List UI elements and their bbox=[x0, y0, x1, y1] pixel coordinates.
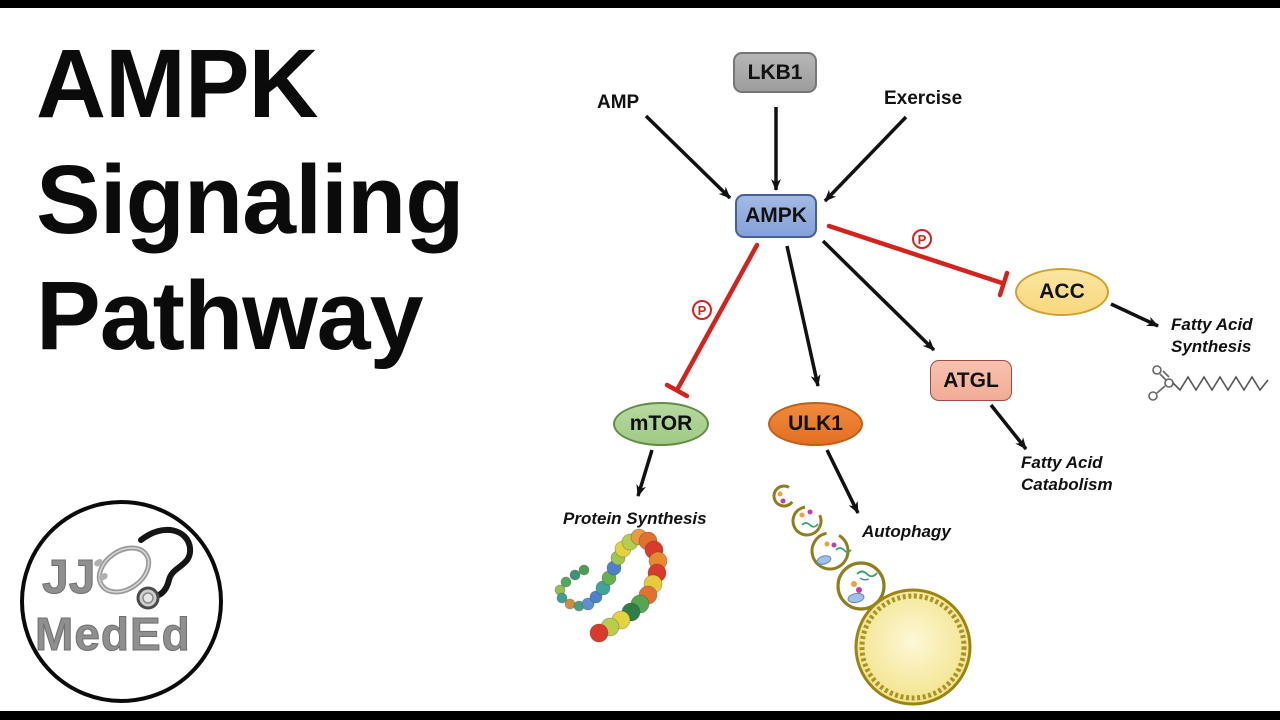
letterbox-top bbox=[0, 0, 1280, 8]
label-fatty-acid-synthesis-line2: Synthesis bbox=[1171, 337, 1252, 356]
arrow-acc-to-fatty-acid-synthesis bbox=[1110, 302, 1159, 328]
channel-logo-text-meded: MedEd bbox=[35, 608, 191, 661]
arrow-ampk-to-atgl bbox=[821, 239, 936, 352]
arrow-atgl-to-fatty-acid-catabolism bbox=[989, 403, 1028, 451]
stethoscope-icon bbox=[94, 527, 194, 610]
node-ampk: AMPK bbox=[735, 194, 817, 238]
label-protein-synthesis: Protein Synthesis bbox=[563, 509, 707, 528]
node-mtor: mTOR bbox=[613, 402, 709, 446]
arrow-ulk1-to-autophagy bbox=[825, 449, 860, 514]
node-atgl-label: ATGL bbox=[943, 368, 999, 392]
channel-logo-text-jj: JJ bbox=[41, 551, 96, 605]
label-fatty-acid-synthesis-line1: Fatty Acid bbox=[1171, 315, 1253, 334]
label-fatty-acid-catabolism: Fatty Acid Catabolism bbox=[1021, 452, 1113, 496]
fatty-acid-molecule bbox=[1148, 365, 1269, 401]
title-line-3: Pathway bbox=[36, 261, 424, 370]
title-line-2: Signaling bbox=[36, 145, 464, 254]
arrow-mtor-to-protein-synthesis bbox=[636, 449, 654, 497]
letterbox-bottom bbox=[0, 711, 1280, 720]
label-fatty-acid-synthesis: Fatty Acid Synthesis bbox=[1171, 314, 1253, 358]
node-mtor-label: mTOR bbox=[629, 412, 693, 435]
protein-chain-illustration bbox=[554, 528, 668, 643]
lysosome bbox=[854, 588, 972, 706]
arrow-amp-to-ampk bbox=[644, 114, 732, 200]
phosphate-badge-acc: P bbox=[912, 229, 932, 249]
page-title: AMPK Signaling Pathway bbox=[36, 26, 464, 374]
phosphate-badge-mtor: P bbox=[692, 300, 712, 320]
title-line-1: AMPK bbox=[36, 29, 319, 138]
node-amp-label: AMP bbox=[597, 92, 640, 113]
node-ulk1-label: ULK1 bbox=[788, 412, 843, 435]
node-ampk-label: AMPK bbox=[745, 204, 807, 227]
node-lkb1: LKB1 bbox=[733, 52, 817, 93]
label-autophagy: Autophagy bbox=[862, 522, 951, 541]
node-acc: ACC bbox=[1015, 268, 1109, 316]
node-exercise-label: Exercise bbox=[884, 88, 963, 109]
node-lkb1-label: LKB1 bbox=[747, 60, 803, 84]
arrow-ampk-to-ulk1 bbox=[785, 245, 821, 387]
channel-logo: JJ MedEd bbox=[20, 500, 223, 703]
autophagy-illustration bbox=[772, 484, 972, 706]
label-fatty-acid-catabolism-line1: Fatty Acid bbox=[1021, 453, 1103, 472]
arrow-exercise-to-ampk bbox=[823, 115, 908, 203]
label-fatty-acid-catabolism-line2: Catabolism bbox=[1021, 475, 1113, 494]
node-acc-label: ACC bbox=[1039, 280, 1085, 303]
inhibition-ampk-to-mtor bbox=[664, 242, 760, 399]
inhibition-ampk-to-acc bbox=[826, 223, 1010, 298]
node-ulk1: ULK1 bbox=[768, 402, 863, 446]
node-atgl: ATGL bbox=[930, 360, 1012, 401]
